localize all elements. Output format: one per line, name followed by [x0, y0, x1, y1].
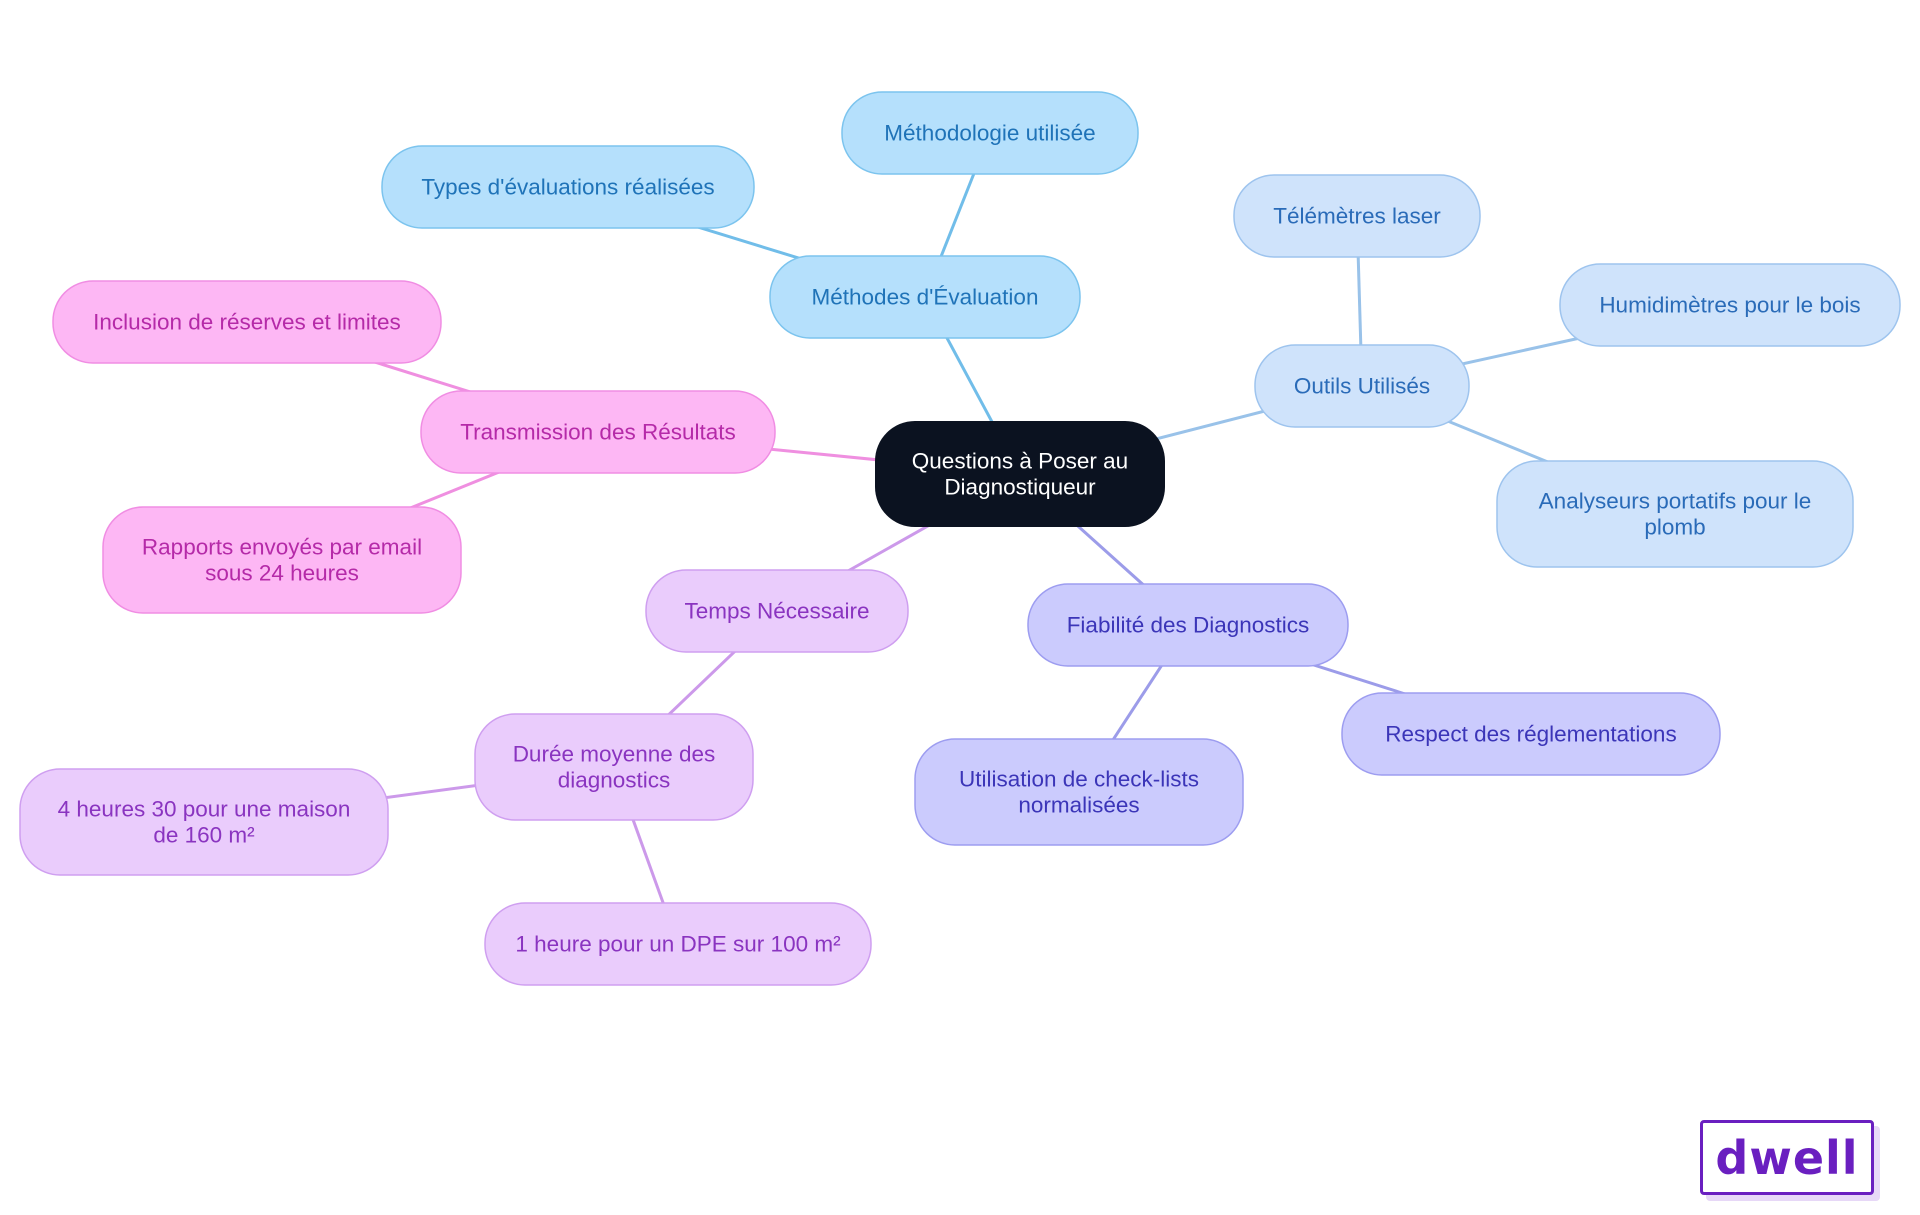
node-analyseurs-box [1496, 460, 1854, 568]
dwell-logo: dwell [1700, 1120, 1874, 1195]
node-methodologie-label-line: Méthodologie utilisée [884, 121, 1095, 146]
node-checklists-label-line: Utilisation de check-lists [959, 767, 1199, 792]
node-types-evaluations-box [381, 145, 755, 229]
node-rapports-box [102, 506, 462, 614]
node-quatre-heures-label-line: de 160 m² [153, 823, 255, 848]
node-checklists-box [914, 738, 1244, 846]
node-rapports-label-line: Rapports envoyés par email [142, 535, 422, 560]
node-transmission[interactable]: Transmission des Résultats [420, 390, 776, 474]
node-rapports-label-line: sous 24 heures [205, 561, 359, 586]
node-respect[interactable]: Respect des réglementations [1341, 692, 1721, 776]
node-humidimetres[interactable]: Humidimètres pour le bois [1559, 263, 1901, 347]
node-humidimetres-label-line: Humidimètres pour le bois [1599, 293, 1860, 318]
node-outils[interactable]: Outils Utilisés [1254, 344, 1470, 428]
node-outils-box [1254, 344, 1470, 428]
node-une-heure-box [484, 902, 872, 986]
node-methodes-label-line: Méthodes d'Évaluation [812, 285, 1039, 310]
node-types-evaluations-label-line: Types d'évaluations réalisées [421, 175, 714, 200]
node-quatre-heures-label-line: 4 heures 30 pour une maison [58, 797, 351, 822]
node-root-box [875, 421, 1165, 527]
mindmap-nodes: Méthodes d'Évaluation Méthodologie utilis… [19, 91, 1901, 986]
node-temps-label-line: Temps Nécessaire [684, 599, 869, 624]
node-outils-label-line: Outils Utilisés [1294, 374, 1430, 399]
node-quatre-heures-box [19, 768, 389, 876]
node-transmission-label-line: Transmission des Résultats [460, 420, 736, 445]
node-fiabilite[interactable]: Fiabilité des Diagnostics [1027, 583, 1349, 667]
node-humidimetres-box [1559, 263, 1901, 347]
node-une-heure-label-line: 1 heure pour un DPE sur 100 m² [515, 932, 841, 957]
node-temps-box [645, 569, 909, 653]
node-analyseurs-label-line: plomb [1644, 515, 1705, 540]
node-respect-box [1341, 692, 1721, 776]
node-types-evaluations[interactable]: Types d'évaluations réalisées [381, 145, 755, 229]
node-telemetres[interactable]: Télémètres laser [1233, 174, 1481, 258]
node-checklists-label-line: normalisées [1018, 793, 1139, 818]
node-fiabilite-label-line: Fiabilité des Diagnostics [1067, 613, 1310, 638]
node-une-heure[interactable]: 1 heure pour un DPE sur 100 m² [484, 902, 872, 986]
node-telemetres-box [1233, 174, 1481, 258]
node-root-label-line: Diagnostiqueur [944, 475, 1096, 500]
node-fiabilite-box [1027, 583, 1349, 667]
node-duree-box [474, 713, 754, 821]
node-inclusion-box [52, 280, 442, 364]
node-duree-label-line: Durée moyenne des [513, 742, 716, 767]
node-inclusion-label-line: Inclusion de réserves et limites [93, 310, 401, 335]
node-analyseurs-label-line: Analyseurs portatifs pour le [1539, 489, 1812, 514]
node-respect-label-line: Respect des réglementations [1385, 722, 1676, 747]
node-temps[interactable]: Temps Nécessaire [645, 569, 909, 653]
node-methodes-box [769, 255, 1081, 339]
node-transmission-box [420, 390, 776, 474]
node-methodes[interactable]: Méthodes d'Évaluation [769, 255, 1081, 339]
node-duree-label-line: diagnostics [558, 768, 671, 793]
logo-text: dwell [1715, 1130, 1859, 1185]
node-telemetres-label-line: Télémètres laser [1273, 204, 1441, 229]
node-root-label-line: Questions à Poser au [912, 449, 1128, 474]
node-inclusion[interactable]: Inclusion de réserves et limites [52, 280, 442, 364]
node-methodologie[interactable]: Méthodologie utilisée [841, 91, 1139, 175]
node-methodologie-box [841, 91, 1139, 175]
